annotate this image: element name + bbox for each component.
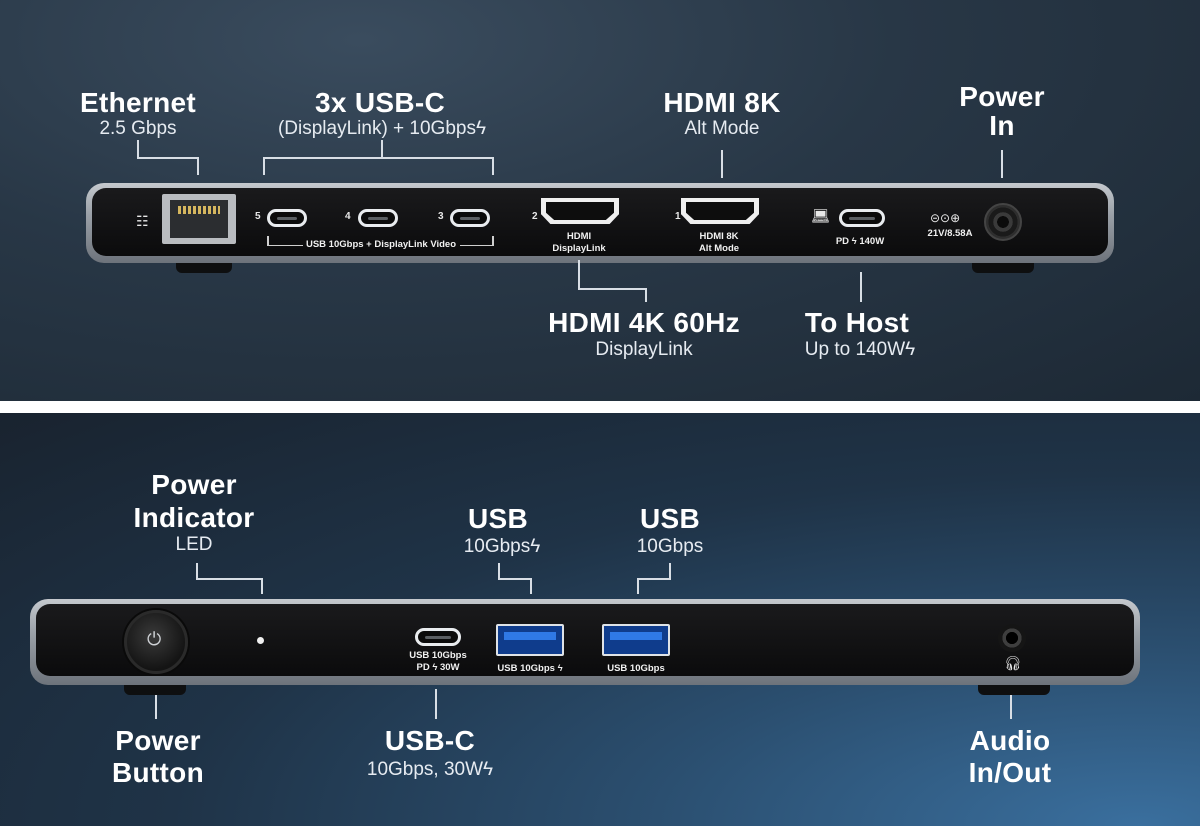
ethernet-title: Ethernet <box>80 87 196 118</box>
power-in-title-line1: Power <box>959 81 1045 112</box>
hdmi-port-2 <box>541 198 619 224</box>
power-indicator-subtitle: LED <box>175 534 213 555</box>
hdmi-8k-subtitle: Alt Mode <box>684 118 760 139</box>
usb-a-1-label: USB 10Gbps ϟ <box>497 663 563 674</box>
network-icon: ☷ <box>136 213 149 229</box>
usb-c-title: USB-C <box>384 725 476 756</box>
port-number-5: 5 <box>255 211 261 222</box>
hdmi-port-1 <box>681 198 759 224</box>
usb-a-2-subtitle: 10Gbps <box>636 536 704 557</box>
power-icon: ⏻ <box>147 629 162 649</box>
usbc-3x-title: 3x USB-C <box>315 87 445 118</box>
power-indicator-title-line2: Indicator <box>133 502 255 533</box>
to-host-subtitle: Up to 140Wϟ <box>804 339 916 360</box>
power-button-title-line1: Power <box>115 725 201 756</box>
power-button[interactable] <box>124 610 188 674</box>
front-view-panel: Power Indicator LED USB 10Gbpsϟ USB 10Gb… <box>0 413 1200 826</box>
dock-front-body <box>30 599 1140 685</box>
hdmi-4k-subtitle: DisplayLink <box>595 339 693 360</box>
hdmi-1-label-line1: HDMI 8K <box>699 231 739 242</box>
to-host-title: To Host <box>804 307 910 338</box>
ethernet-subtitle: 2.5 Gbps <box>99 118 177 139</box>
pd-140w-label: PD ϟ 140W <box>835 236 885 247</box>
power-in-title-line2: In <box>989 110 1015 141</box>
audio-title-line2: In/Out <box>968 757 1052 788</box>
port-number-2: 2 <box>532 211 538 222</box>
hdmi-1-label-line2: Alt Mode <box>698 243 740 254</box>
usb-c-port-3 <box>450 209 490 227</box>
usb-a-1-title: USB <box>467 503 529 534</box>
usb-c-host-port <box>839 209 885 227</box>
port-number-1: 1 <box>675 211 681 222</box>
hdmi-2-label-line1: HDMI <box>566 231 592 242</box>
usb-a-port-2 <box>602 624 670 656</box>
dc-rating-label: 21V/8.58A <box>927 228 973 239</box>
power-button-title-line2: Button <box>112 757 204 788</box>
port-number-4: 4 <box>345 211 351 222</box>
audio-title-line1: Audio <box>969 725 1051 756</box>
power-indicator-title-line1: Power <box>151 469 237 500</box>
usb-a-port-1 <box>496 624 564 656</box>
port-number-3: 3 <box>438 211 444 222</box>
usb-a-1-subtitle: 10Gbpsϟ <box>463 536 541 557</box>
power-indicator-led <box>257 637 264 644</box>
usbc-3x-subtitle: (DisplayLink) + 10Gbpsϟ <box>277 118 487 139</box>
audio-jack <box>998 624 1026 652</box>
usb-c-label-line2: PD ϟ 30W <box>416 662 460 673</box>
headphones-icon: 🎧︎ <box>1004 655 1022 671</box>
usb-a-2-title: USB <box>639 503 701 534</box>
ethernet-port <box>162 194 236 244</box>
dc-polarity-icon: ⊝⊙⊕ <box>930 211 961 225</box>
usb-c-front-port <box>415 628 461 646</box>
usb-group-label: USB 10Gbps + DisplayLink Video <box>305 239 457 250</box>
rear-view-panel: Ethernet 2.5 Gbps 3x USB-C (DisplayLink)… <box>0 0 1200 401</box>
dc-power-jack <box>984 203 1022 241</box>
usb-c-port-4 <box>358 209 398 227</box>
laptop-icon: 💻︎ <box>811 208 831 225</box>
hdmi-4k-title: HDMI 4K 60Hz <box>548 307 740 338</box>
hdmi-2-label-line2: DisplayLink <box>552 243 606 254</box>
usb-a-2-label: USB 10Gbps <box>607 663 665 674</box>
usb-c-port-5 <box>267 209 307 227</box>
hdmi-8k-title: HDMI 8K <box>663 87 781 118</box>
usb-c-label-line1: USB 10Gbps <box>409 650 467 661</box>
usb-c-subtitle: 10Gbps, 30Wϟ <box>366 759 494 780</box>
